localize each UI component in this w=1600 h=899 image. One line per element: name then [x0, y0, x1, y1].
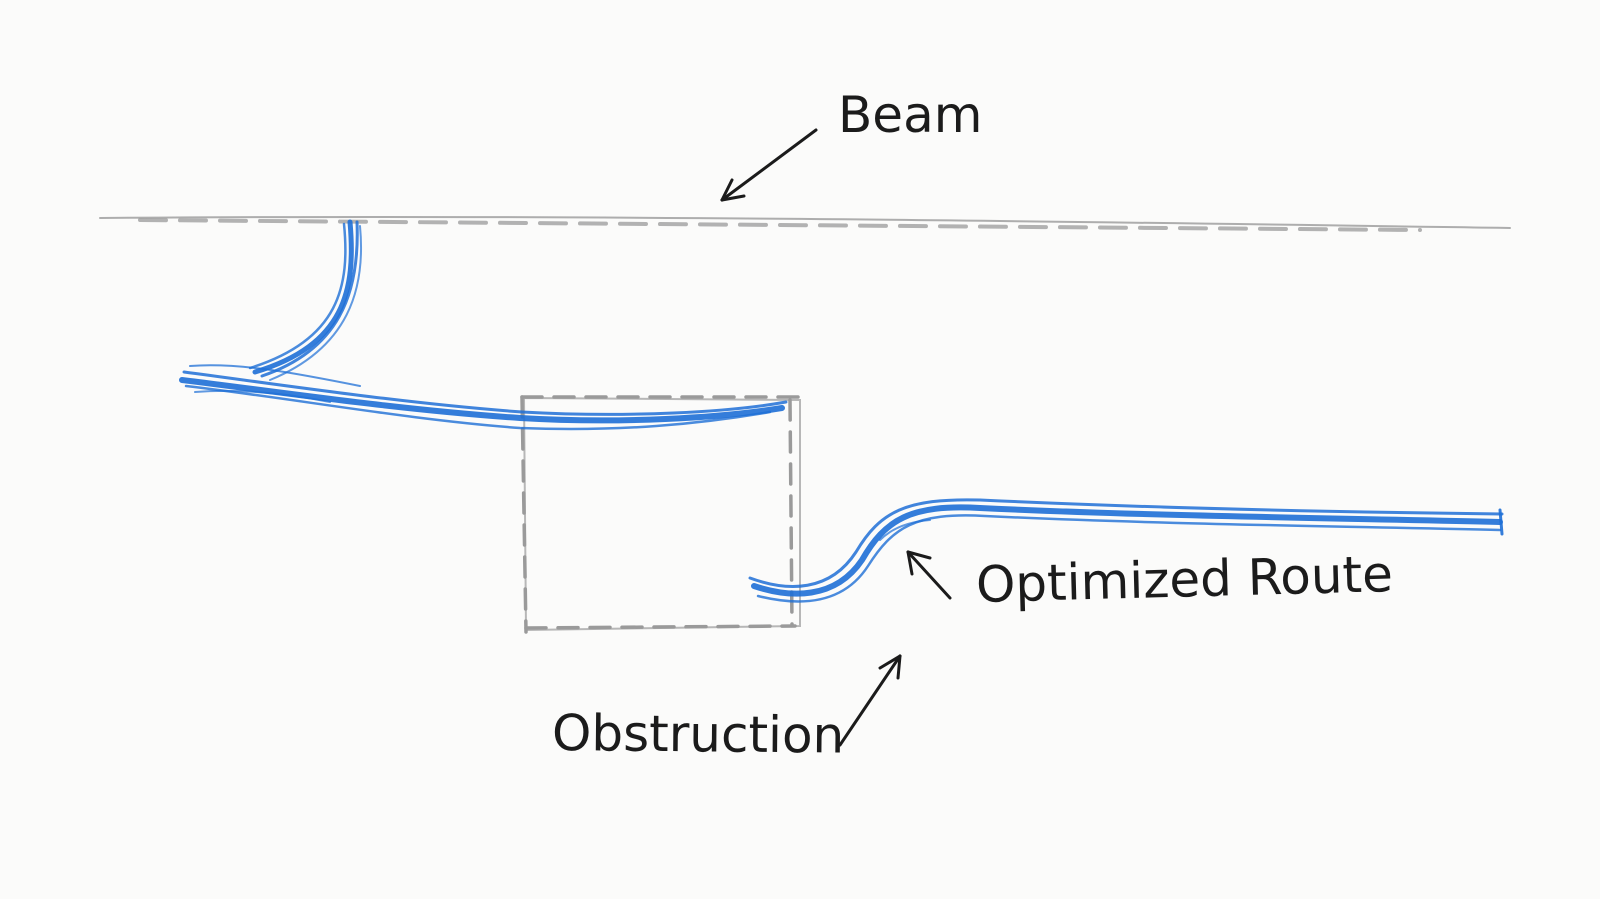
route-arrow: [906, 550, 952, 600]
obstruction-arrow: [838, 654, 902, 747]
beam-arrow: [720, 128, 818, 202]
pipe-route-upper: [179, 219, 788, 431]
beam-label: Beam: [838, 86, 983, 144]
optimized-route-label: Optimized Route: [975, 545, 1394, 614]
pipe-route-lower: [748, 498, 1504, 603]
beam-line: [99, 215, 1511, 232]
obstruction-label: Obstruction: [551, 704, 845, 765]
obstruction-box: [520, 395, 802, 634]
